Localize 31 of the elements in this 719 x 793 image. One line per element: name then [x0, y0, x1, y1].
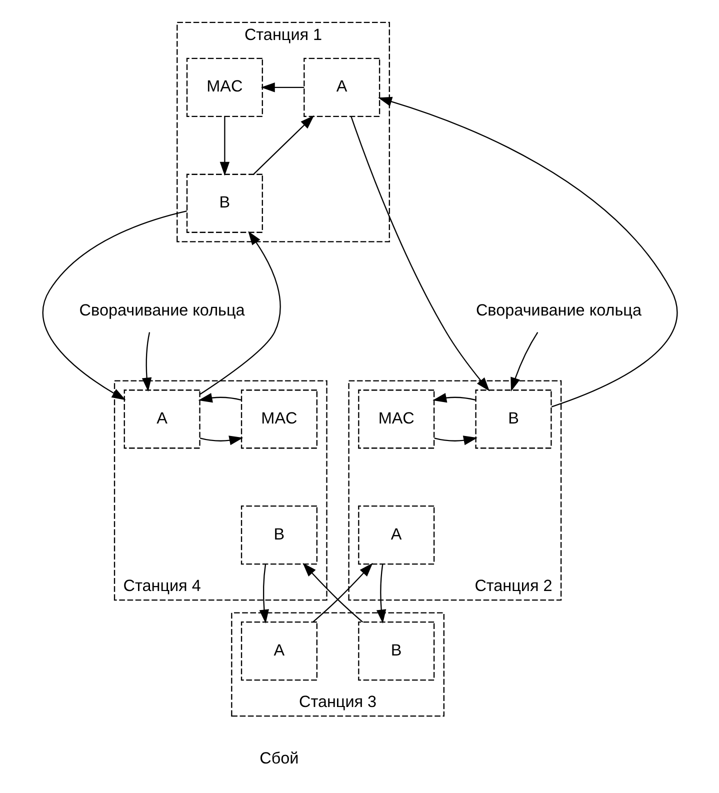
arrow	[260, 82, 304, 92]
node-box: MAC	[186, 58, 262, 117]
node-box: B	[358, 622, 434, 681]
node-text: Сворачивание кольца	[475, 302, 642, 320]
arrow	[258, 564, 268, 624]
node-box: B	[186, 174, 262, 233]
node-box: B	[474, 390, 552, 449]
arrow	[302, 562, 363, 622]
arrow	[42, 210, 186, 400]
arrow	[434, 436, 478, 446]
node-box: A	[240, 622, 317, 681]
arrow	[219, 116, 230, 176]
arrow	[199, 436, 243, 446]
arrow	[378, 96, 677, 408]
arrow	[510, 332, 538, 392]
node-box: A	[358, 506, 434, 565]
arrow	[141, 332, 152, 392]
arrow	[376, 564, 386, 624]
node-box: A	[303, 58, 380, 117]
arrow	[432, 393, 476, 403]
arrow	[198, 393, 242, 403]
arrow	[199, 231, 280, 395]
node-box: MAC	[240, 390, 317, 449]
arrow	[350, 116, 490, 392]
node-box: MAC	[358, 390, 434, 449]
arrow	[252, 115, 314, 174]
node-box: B	[240, 506, 317, 565]
node-text: Сворачивание кольца	[78, 302, 244, 320]
node-box: A	[123, 390, 200, 449]
arrow	[312, 562, 372, 622]
label: Сбой	[259, 749, 298, 768]
